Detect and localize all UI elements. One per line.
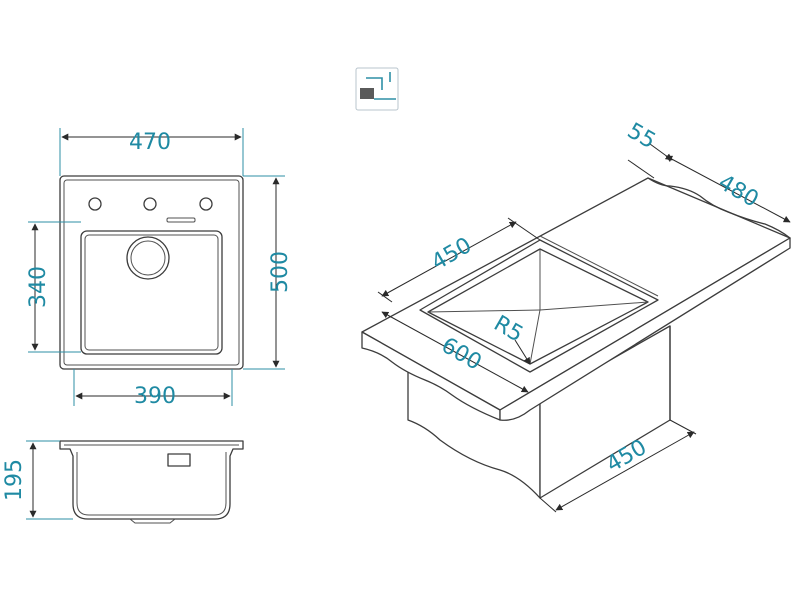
dim-line-450-cabinet bbox=[555, 431, 695, 511]
dim-390-label: 390 bbox=[134, 384, 176, 409]
sink-section-outline bbox=[59, 440, 244, 520]
drain-inner bbox=[130, 240, 166, 276]
sink-inner-edge bbox=[63, 179, 240, 366]
overflow-slot bbox=[166, 217, 196, 223]
drain-outer bbox=[126, 236, 170, 280]
sink-outline bbox=[59, 175, 244, 370]
tap-hole-center bbox=[143, 197, 157, 211]
tap-hole-left bbox=[88, 197, 102, 211]
dim-480-label: 480 bbox=[714, 170, 763, 213]
dim-line-600 bbox=[381, 311, 529, 393]
dim-470-label: 470 bbox=[129, 130, 171, 155]
dim-500-label: 500 bbox=[268, 251, 293, 293]
dim-340-label: 340 bbox=[26, 266, 51, 308]
dim-line-450-bowl bbox=[381, 221, 517, 297]
countertop-right-edge bbox=[499, 237, 791, 421]
bowl-outline bbox=[80, 230, 223, 355]
tap-hole-right bbox=[199, 197, 213, 211]
top-view: 470 500 340 390 bbox=[26, 128, 293, 409]
dim-195-label: 195 bbox=[2, 459, 27, 501]
isometric-view: 55 480 450 R5 600 450 bbox=[361, 119, 791, 513]
bowl-inner bbox=[84, 234, 219, 351]
dim-line-480 bbox=[665, 155, 791, 223]
under-mount-tap-icon bbox=[355, 67, 399, 111]
dim-450-bowl-label: 450 bbox=[427, 233, 476, 276]
overflow-box bbox=[167, 453, 191, 467]
dim-55-label: 55 bbox=[623, 119, 660, 155]
section-view: 195 bbox=[2, 440, 244, 524]
